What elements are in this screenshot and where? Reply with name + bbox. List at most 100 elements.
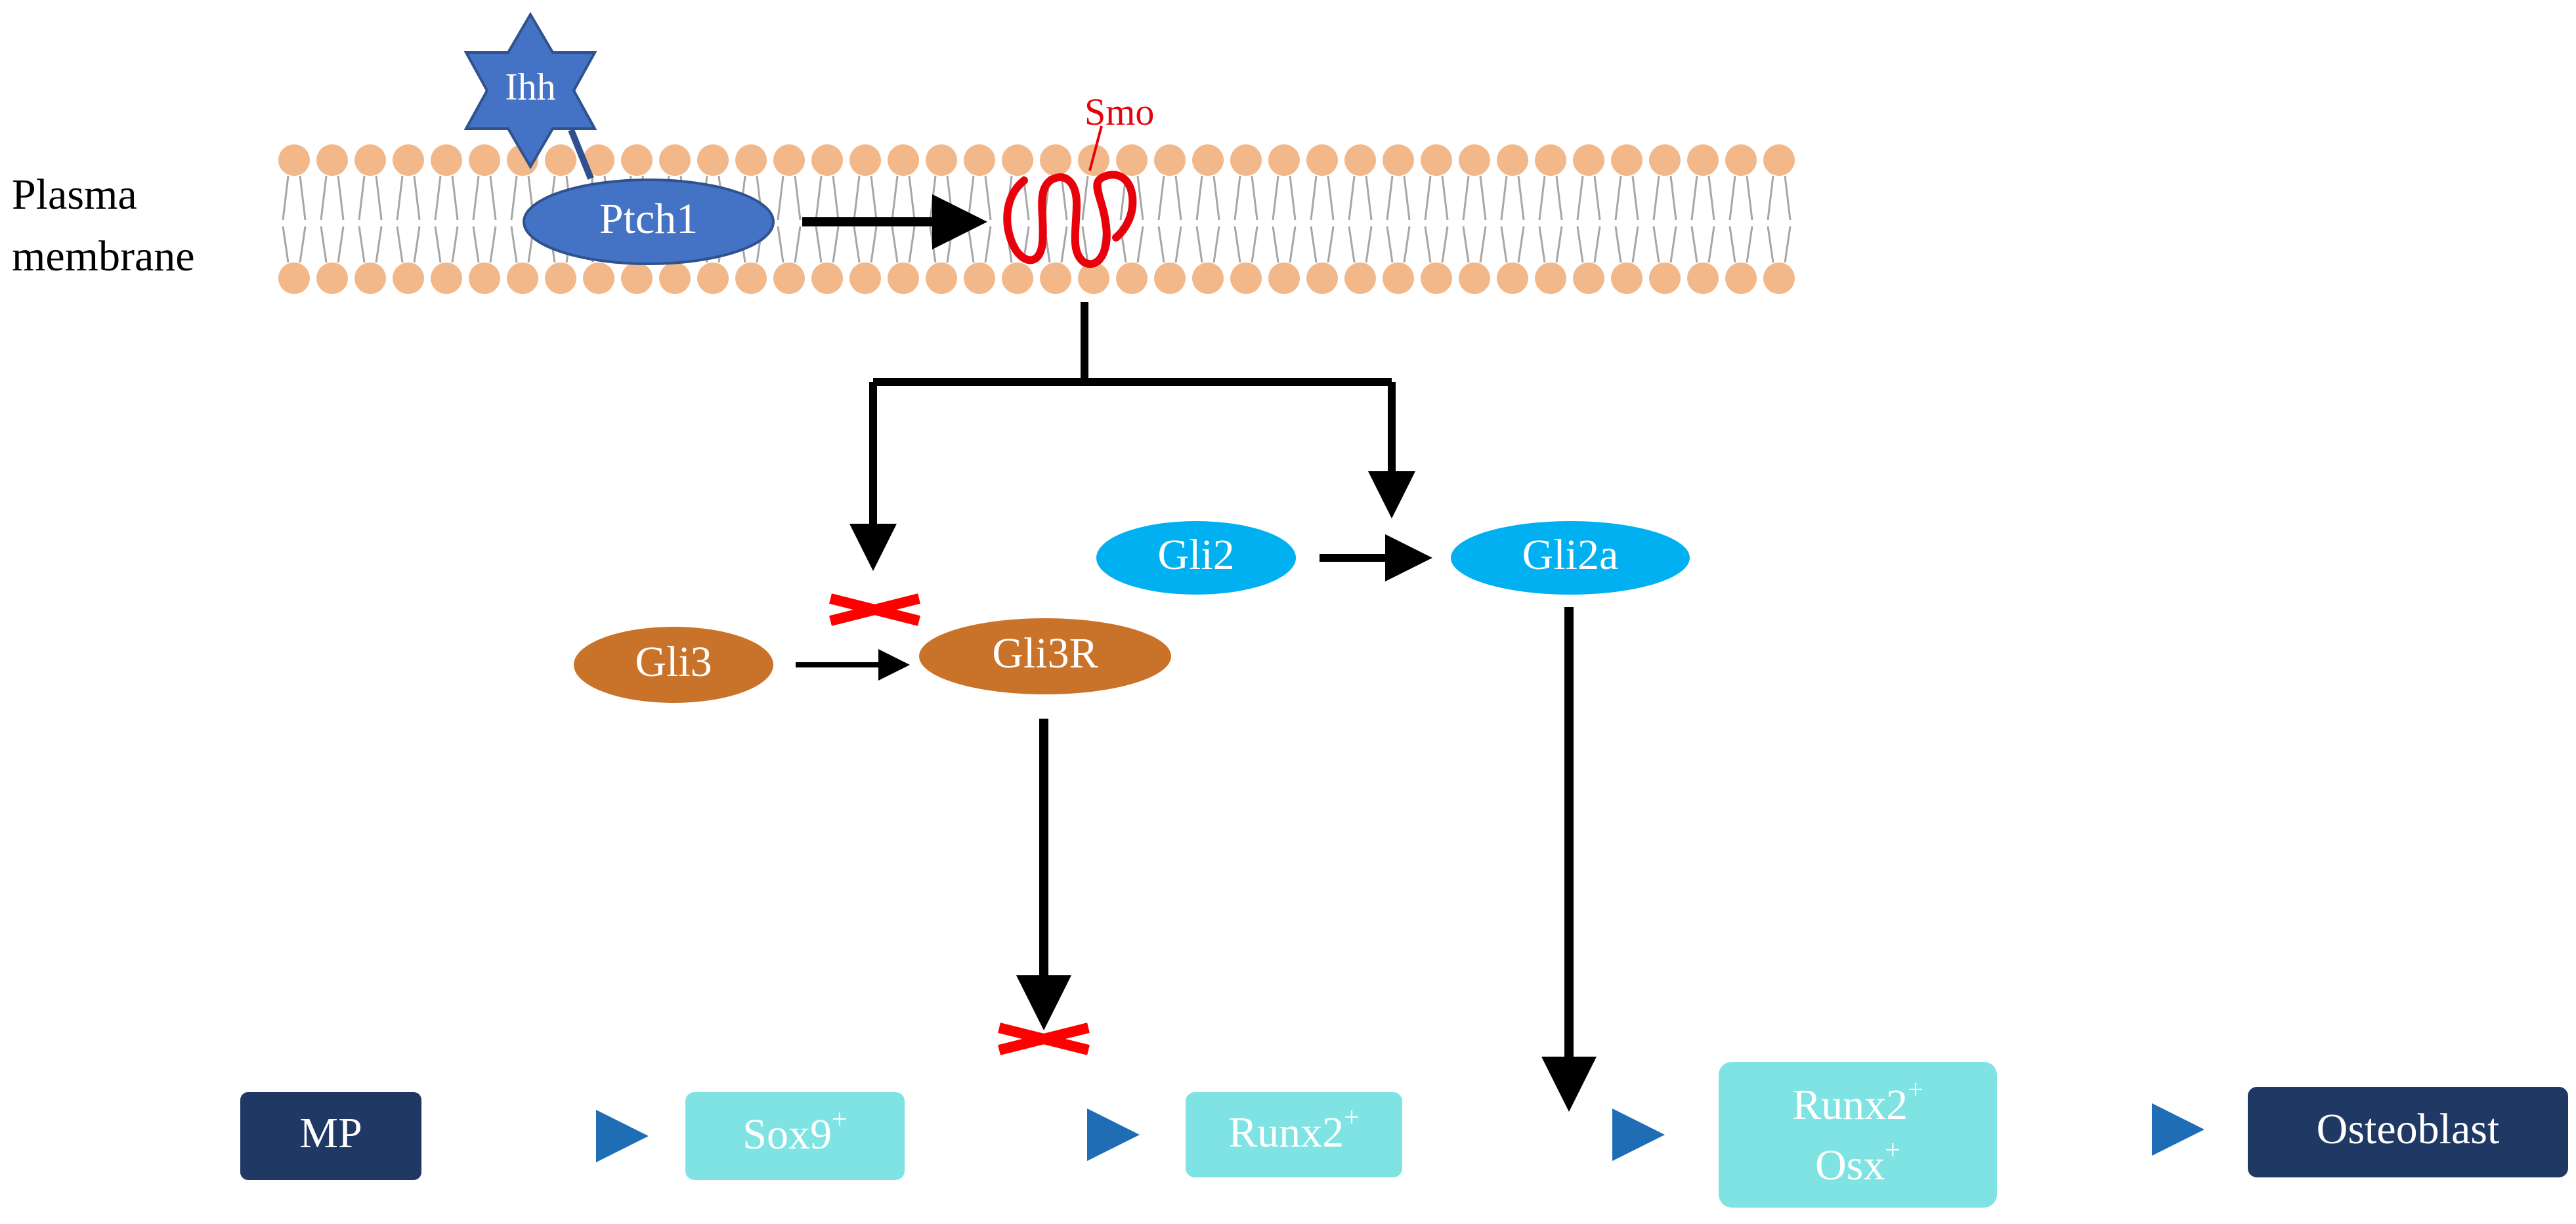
lipid-head: [583, 144, 614, 176]
lipid-head: [1192, 144, 1224, 176]
lipid-head: [964, 144, 995, 176]
gli3r-label: Gli3R: [992, 629, 1098, 677]
lipid-head: [316, 263, 348, 294]
lipid-head: [469, 144, 500, 176]
stage-osteoblast: Osteoblast: [2248, 1087, 2568, 1177]
lipid-head: [316, 144, 348, 176]
stage-sox9-label: Sox9+: [742, 1105, 847, 1159]
smo-label: Smo: [1084, 91, 1154, 133]
membrane-label-line1: Plasma: [12, 171, 137, 219]
lipid-head: [773, 144, 805, 176]
lipid-head: [1306, 263, 1338, 294]
lipid-head: [735, 144, 767, 176]
lipid-head: [431, 144, 462, 176]
lipid-head: [278, 263, 310, 294]
lipid-head: [849, 263, 881, 294]
lipid-head: [1763, 144, 1795, 176]
lipid-head: [1344, 263, 1376, 294]
lipid-head: [1040, 263, 1071, 294]
lipid-head: [1421, 263, 1452, 294]
lipid-head: [1154, 144, 1186, 176]
gli2a-label: Gli2a: [1522, 531, 1619, 579]
lipid-head: [1040, 144, 1071, 176]
lipid-head: [1268, 263, 1300, 294]
lipid-head: [964, 263, 995, 294]
lipid-head: [1154, 263, 1186, 294]
lipid-bilayer: [278, 144, 1795, 294]
lipid-head: [583, 263, 614, 294]
lipid-head: [1230, 263, 1262, 294]
lipid-head: [1535, 263, 1566, 294]
lipid-head: [659, 263, 691, 294]
stage-arrows: [463, 1103, 2204, 1162]
inhibit-x-icon: [998, 1023, 1090, 1055]
inhibit-x-icon: [829, 593, 920, 626]
lipid-head: [888, 263, 919, 294]
lipid-head: [1268, 144, 1300, 176]
ihh-ptch1-connector: [568, 129, 594, 180]
lipid-head: [621, 263, 653, 294]
lipid-head: [1763, 263, 1795, 294]
lipid-head: [1573, 144, 1604, 176]
gli2-label: Gli2: [1157, 531, 1234, 579]
lipid-head: [507, 263, 538, 294]
lipid-head: [1421, 144, 1452, 176]
ptch1-receptor: Ptch1: [523, 179, 775, 265]
lipid-head: [811, 263, 843, 294]
lipid-head: [1725, 144, 1757, 176]
stage-sox9: Sox9+: [685, 1092, 905, 1180]
lipid-head: [1002, 263, 1033, 294]
gli3-node: Gli3: [574, 627, 773, 703]
ihh-star: Ihh: [463, 12, 597, 169]
lipid-head: [811, 144, 843, 176]
gli2-node: Gli2: [1096, 521, 1296, 595]
stage-osteoblast-label: Osteoblast: [2317, 1105, 2500, 1153]
lipid-head: [278, 144, 310, 176]
lipid-head: [393, 144, 424, 176]
lipid-head: [469, 263, 500, 294]
lipid-head: [354, 144, 386, 176]
lipid-head: [1649, 263, 1681, 294]
lipid-head: [1192, 263, 1224, 294]
lipid-head: [659, 144, 691, 176]
stage-runx2-osx: Runx2+ Osx+: [1719, 1062, 1997, 1208]
membrane-label-line2: membrane: [12, 232, 195, 280]
ihh-label: Ihh: [505, 65, 555, 108]
lipid-head: [1649, 144, 1681, 176]
stage-runx2-osx-line2: Osx+: [1815, 1135, 1900, 1190]
lipid-head: [1497, 263, 1528, 294]
gli2a-node: Gli2a: [1451, 521, 1690, 595]
lipid-head: [431, 263, 462, 294]
stage-runx2-osx-line1: Runx2+: [1792, 1075, 1923, 1129]
lipid-head: [1687, 263, 1719, 294]
lipid-head: [888, 144, 919, 176]
stage-runx2: Runx2+: [1186, 1092, 1402, 1177]
stage-runx2-label: Runx2+: [1228, 1103, 1360, 1157]
lipid-head: [1611, 144, 1642, 176]
lipid-head: [354, 263, 386, 294]
lipid-head: [1116, 144, 1148, 176]
ptch1-label: Ptch1: [599, 195, 698, 243]
lipid-head: [545, 144, 576, 176]
lipid-head: [545, 263, 576, 294]
lipid-head: [1116, 263, 1148, 294]
lipid-head: [773, 263, 805, 294]
lipid-head: [926, 144, 957, 176]
lipid-head: [735, 263, 767, 294]
lipid-head: [926, 263, 957, 294]
lipid-head: [697, 263, 729, 294]
lipid-head: [1306, 144, 1338, 176]
lipid-head: [1611, 263, 1642, 294]
gli3r-node: Gli3R: [919, 618, 1171, 694]
lipid-head: [1535, 144, 1566, 176]
lipid-head: [697, 144, 729, 176]
stage-mp: MP: [240, 1092, 421, 1180]
lipid-head: [1344, 144, 1376, 176]
lipid-head: [1230, 144, 1262, 176]
lipid-head: [621, 144, 653, 176]
smo-receptor: Smo: [1003, 91, 1154, 268]
lipid-head: [1725, 263, 1757, 294]
stage-mp-label: MP: [299, 1109, 362, 1157]
smo-branch-arrows: [849, 302, 1415, 571]
